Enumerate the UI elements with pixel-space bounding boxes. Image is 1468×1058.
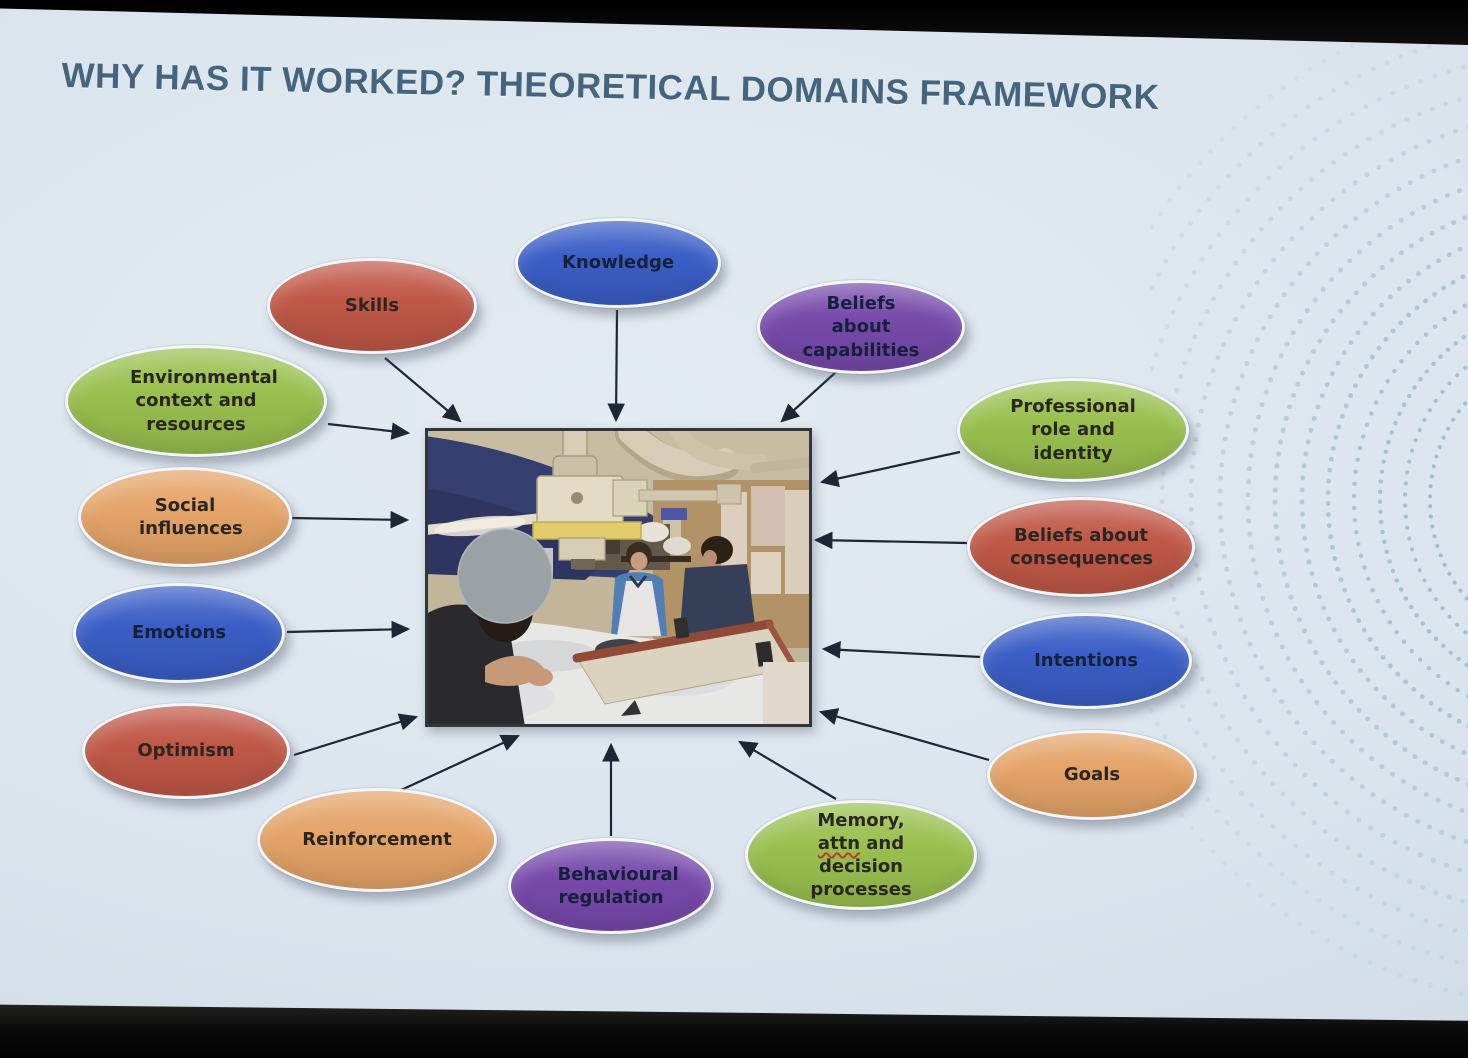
ellipse-label: Beliefs about capabilities xyxy=(802,293,920,361)
anonymized-face-circle xyxy=(457,528,553,624)
ellipse-label: Memory, attn and decision processes xyxy=(810,809,912,901)
decorative-dots-pattern xyxy=(1150,1,1468,999)
arrow-beliefs-about-consequences xyxy=(813,531,968,550)
domain-ellipse-knowledge: Knowledge xyxy=(515,218,721,308)
ellipse-label: Emotions xyxy=(131,622,227,644)
wall-posters xyxy=(663,486,809,594)
ellipse-label: Behavioural regulation xyxy=(557,863,679,908)
ellipse-label: Goals xyxy=(1063,764,1121,786)
domain-ellipse-memory-attn-and-decision-processes: Memory, attn and decision processes xyxy=(745,800,977,910)
arrow-social-influences xyxy=(290,510,410,529)
arrow-optimism xyxy=(293,713,419,757)
ellipse-label: Knowledge xyxy=(561,252,675,274)
arrow-environmental-context-and-resources xyxy=(327,422,411,440)
domain-ellipse-beliefs-about-consequences: Beliefs about consequences xyxy=(967,497,1195,597)
misspelled-word: attn xyxy=(817,832,861,854)
domain-ellipse-optimism: Optimism xyxy=(82,703,290,799)
ellipse-label: Reinforcement xyxy=(302,829,452,851)
arrow-knowledge xyxy=(607,309,625,423)
domain-ellipse-skills: Skills xyxy=(267,258,477,354)
ellipse-label: Environmental context and resources xyxy=(130,367,278,435)
ellipse-label: Professional role and identity xyxy=(1010,396,1136,464)
arrow-intentions xyxy=(821,641,982,659)
domain-ellipse-goals: Goals xyxy=(987,730,1197,820)
clinician-blue-scrubs xyxy=(611,542,667,636)
arrow-professional-role-and-identity xyxy=(819,450,961,488)
central-photo xyxy=(425,428,812,727)
domain-ellipse-behavioural-regulation: Behavioural regulation xyxy=(508,838,714,934)
domain-ellipse-environmental-context-and-resources: Environmental context and resources xyxy=(65,345,327,457)
domain-ellipse-professional-role-and-identity: Professional role and identity xyxy=(957,378,1189,482)
ellipse-label: Optimism xyxy=(137,740,235,762)
ellipse-label: Skills xyxy=(344,295,400,317)
xray-machine xyxy=(532,428,742,569)
foreground-clinician xyxy=(425,528,553,727)
ellipse-label: Social influences xyxy=(139,494,243,539)
domain-ellipse-emotions: Emotions xyxy=(73,583,285,683)
ellipse-label: Intentions xyxy=(1034,650,1138,672)
arrow-emotions xyxy=(286,620,411,639)
domain-ellipse-intentions: Intentions xyxy=(980,613,1192,709)
arrow-reinforcement xyxy=(398,734,520,792)
domain-ellipse-beliefs-about-capabilities: Beliefs about capabilities xyxy=(757,280,965,374)
arrow-beliefs-about-capabilities xyxy=(780,371,837,423)
domain-ellipse-reinforcement: Reinforcement xyxy=(257,788,497,892)
overbed-table xyxy=(572,617,812,727)
domain-ellipse-social-influences: Social influences xyxy=(78,467,292,567)
clinician-navy-scrubs xyxy=(679,536,757,642)
ellipse-label: Beliefs about consequences xyxy=(1010,524,1154,569)
arrow-goals xyxy=(818,708,990,762)
arrow-skills xyxy=(384,357,462,423)
arrow-memory-attn-and-decision-processes xyxy=(738,740,837,800)
